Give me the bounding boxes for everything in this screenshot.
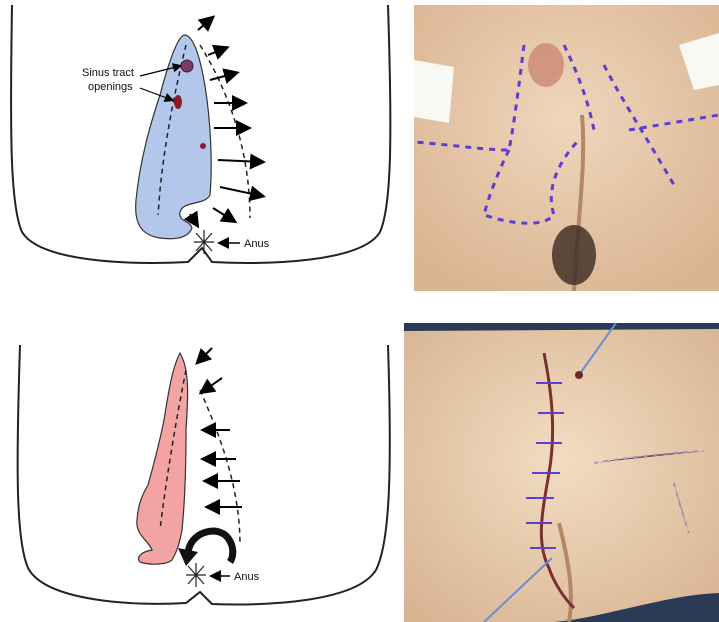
postop-diagram-svg: Anus bbox=[0, 320, 400, 622]
sinus-opening bbox=[174, 95, 182, 109]
sinus-opening bbox=[200, 143, 206, 149]
drain-exit bbox=[575, 371, 583, 379]
perianal-hair bbox=[552, 225, 596, 285]
anus-star-icon bbox=[186, 563, 206, 587]
anus-label: Anus bbox=[244, 238, 270, 250]
preop-diagram: Sinus tract openings Anus bbox=[0, 0, 400, 300]
flap-shape bbox=[136, 35, 212, 239]
lateral-dashed bbox=[200, 390, 240, 545]
postop-photo-svg bbox=[404, 323, 719, 622]
preop-photo-svg bbox=[414, 5, 719, 291]
anus-star-icon bbox=[194, 230, 214, 254]
closure-arrows bbox=[198, 348, 242, 507]
buttocks-outline bbox=[18, 345, 390, 604]
rotation-arrow-icon bbox=[188, 531, 233, 562]
anus-label: Anus bbox=[234, 571, 260, 583]
preop-photo bbox=[414, 5, 719, 291]
preop-diagram-svg: Sinus tract openings Anus bbox=[0, 0, 400, 300]
sinus-label-line-1: Sinus tract bbox=[82, 67, 134, 79]
sinus-label-line-2: openings bbox=[88, 81, 133, 93]
postop-diagram: Anus bbox=[0, 320, 400, 622]
flap-shape bbox=[137, 353, 188, 564]
sinus-opening bbox=[181, 60, 193, 72]
tape-left bbox=[414, 60, 454, 123]
postop-photo bbox=[404, 323, 719, 622]
inflamed-area bbox=[528, 43, 564, 87]
